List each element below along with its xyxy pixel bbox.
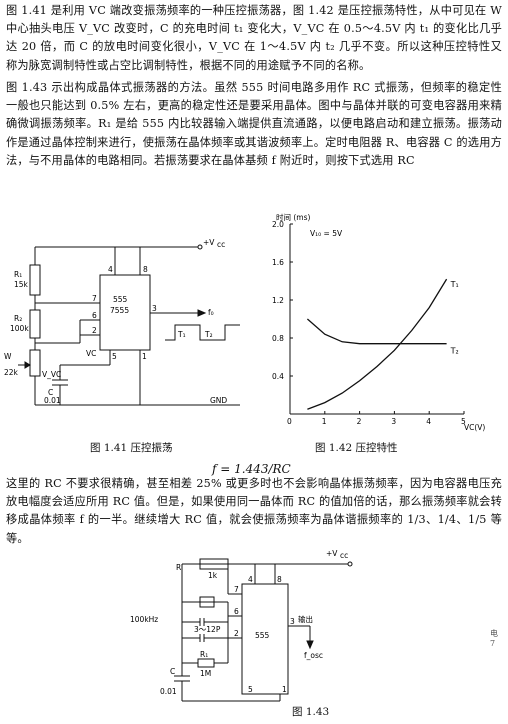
x-tick-label: 3 [391, 417, 396, 426]
pin-3b: 3 [290, 617, 295, 626]
t1-label: T₁ [177, 330, 186, 339]
c-value: 0.01 [44, 396, 61, 405]
pin-7: 7 [92, 294, 97, 303]
x-tick-label: 1 [322, 417, 327, 426]
crystal-label: 100kHz [130, 615, 158, 624]
x-axis-label: VC(V) [464, 423, 485, 432]
r1-value-2: 1M [200, 669, 211, 678]
pin-5b: 5 [248, 685, 253, 694]
c-value-2: 0.01 [160, 687, 177, 696]
r-value: 1k [208, 571, 218, 580]
pin-2b: 2 [234, 629, 239, 638]
y-tick-label: 0.8 [272, 334, 284, 343]
y-tick-label: 1.6 [272, 258, 284, 267]
c-label-2: C [170, 667, 175, 676]
caption-fig-1-43: 图 1.43 [292, 706, 330, 718]
pin-6b: 6 [234, 607, 239, 616]
y-axis-label: 时间 (ms) [276, 212, 311, 222]
series-label-2: T₂ [450, 347, 459, 356]
gnd-label: GND [210, 396, 227, 405]
vcc-sub: cc [217, 240, 225, 249]
annotation: V₁₀ = 5V [310, 229, 343, 238]
c-label: C [48, 388, 53, 397]
chip-label-3: 555 [255, 631, 270, 640]
fosc-label: f_osc [304, 651, 323, 660]
pin-7b: 7 [234, 585, 239, 594]
cap-range-label: 3～12P [194, 625, 221, 634]
r2-value: 100k [10, 324, 29, 333]
pin-1b: 1 [282, 685, 287, 694]
y-tick-label: 1.2 [272, 296, 284, 305]
pin-6: 6 [92, 311, 97, 320]
pin-4: 4 [108, 265, 113, 274]
w-value: 22k [4, 368, 19, 377]
x-tick-label: 5 [461, 417, 466, 426]
vcc-sub-2: cc [340, 551, 348, 560]
output-label: 输出 [298, 614, 313, 624]
series-line-1 [307, 278, 448, 410]
figure-1-41-circuit: +V cc R₁ 15k R₂ 100k W 22k V_VC C 0.01 5… [4, 238, 240, 406]
r1-label: R₁ [14, 270, 22, 279]
vc-pin-label: VC [86, 349, 96, 358]
pin-4b: 4 [248, 575, 253, 584]
caption-fig-1-42: 图 1.42 压控特性 [315, 442, 398, 454]
paragraph-1: 图 1.41 是利用 VC 端改变振荡频率的一种压控振荡器，图 1.42 是压控… [6, 4, 502, 72]
pin-2: 2 [92, 326, 97, 335]
vvc-label: V_VC [42, 370, 61, 379]
pin-8b: 8 [277, 575, 282, 584]
chip-label-2: 7555 [110, 306, 129, 315]
side-margin-text: 电 7 [490, 629, 498, 648]
pin-1: 1 [142, 352, 147, 361]
y-tick-label: 0.4 [272, 372, 284, 381]
pin-8: 8 [143, 265, 148, 274]
series-label-1: T₁ [450, 280, 459, 289]
r2-label: R₂ [14, 314, 22, 323]
x-tick-label: 4 [426, 417, 431, 426]
paragraph-3: 这里的 RC 不要求很精确，甚至相差 25% 或更多时也不会影响晶体振荡频率，因… [6, 477, 502, 545]
x-tick-label: 2 [357, 417, 362, 426]
vcc-label-2: +V [326, 549, 338, 558]
x-tick-label: 0 [287, 417, 292, 426]
w-label: W [4, 352, 12, 361]
r1-value: 15k [14, 280, 29, 289]
chip-label: 555 [113, 295, 128, 304]
r-label: R [176, 563, 181, 572]
figure-1-43-circuit: R 1k +V cc 100kHz 3～12P R₁ 1M C 0.01 555… [130, 549, 353, 702]
y-tick-label: 2.0 [272, 220, 284, 229]
r1-label-2: R₁ [200, 650, 208, 659]
fo-label: f₀ [208, 308, 214, 317]
figure-1-42-chart: 0 1 2 3 4 5 0.4 0.8 1.2 1.6 2.0 T₁ T₂ 时间 (ms) VC(V)… [272, 212, 485, 432]
vcc-label: +V [203, 238, 215, 247]
series-line-2 [306, 318, 447, 345]
pin-5: 5 [112, 352, 117, 361]
caption-fig-1-41: 图 1.41 压控振荡 [90, 442, 173, 454]
pin-3: 3 [152, 304, 157, 313]
t2-label: T₂ [204, 330, 213, 339]
paragraph-2: 图 1.43 示出构成晶体式振荡器的方法。虽然 555 时间电路多用作 RC 式… [6, 81, 502, 167]
formula: f = 1.443/RC [212, 462, 291, 476]
